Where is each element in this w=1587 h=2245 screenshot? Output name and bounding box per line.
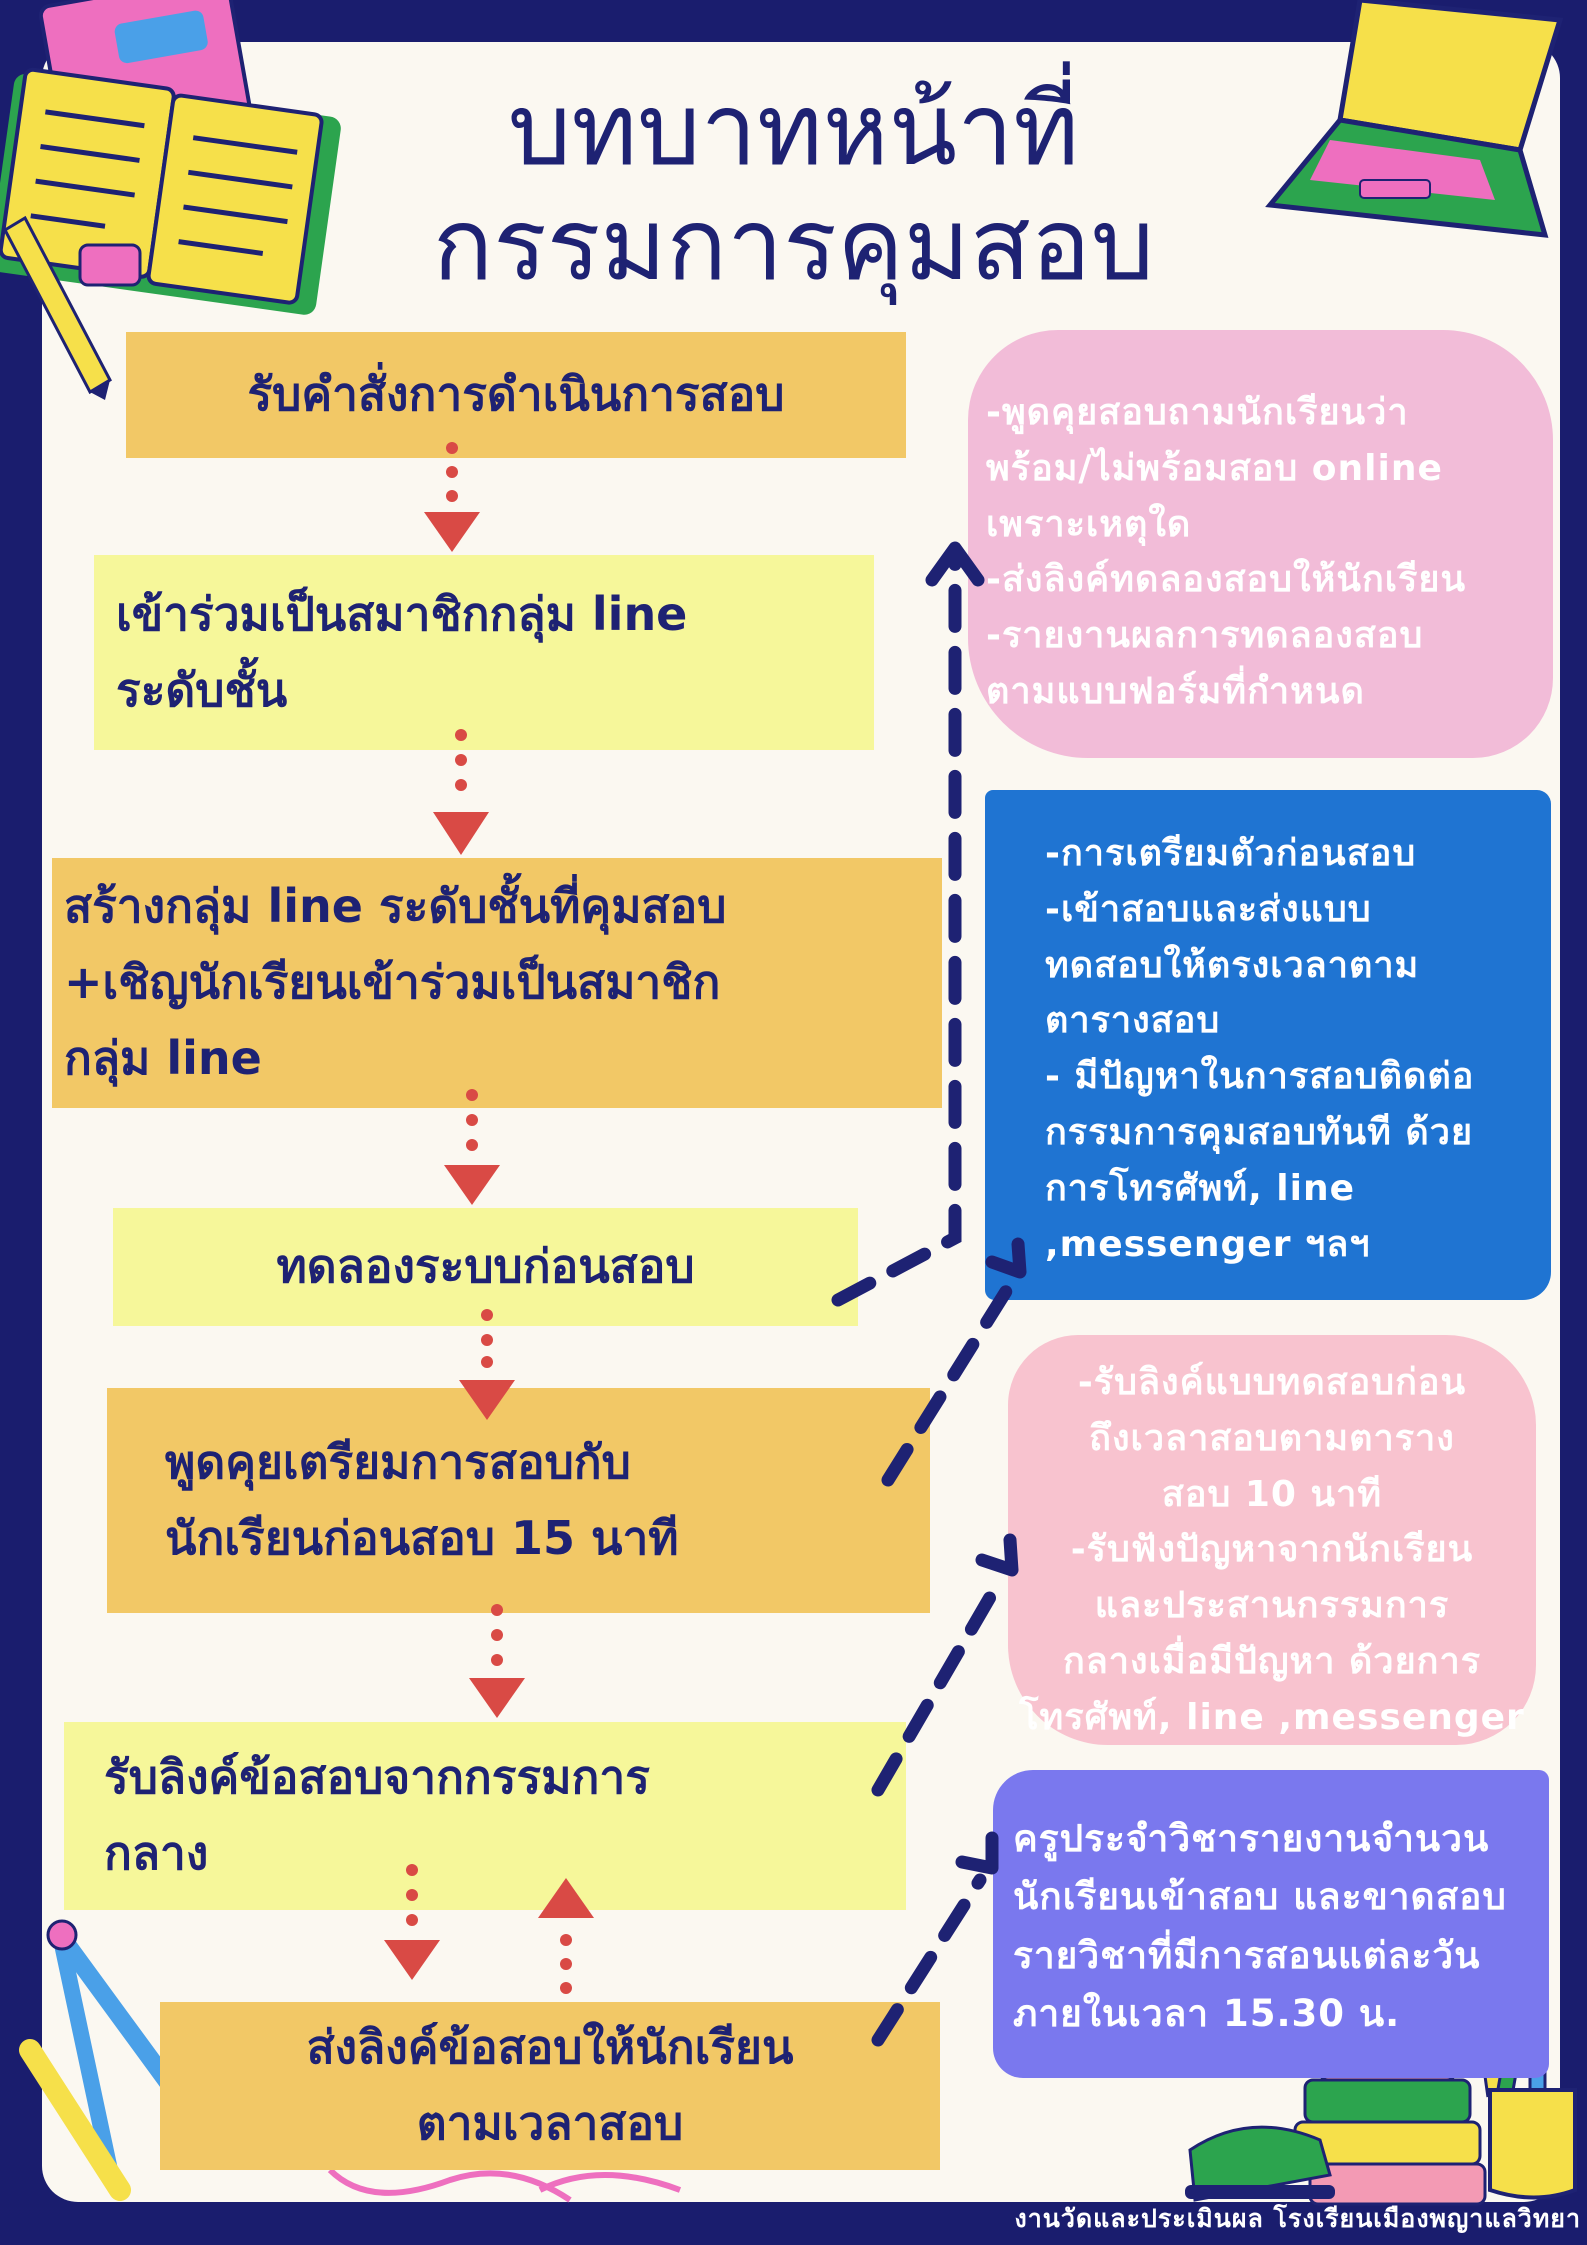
step-4-box: ทดลองระบบก่อนสอบ (113, 1208, 858, 1326)
step-6-text-line-2: กลาง (104, 1826, 209, 1880)
arrowhead-icon (985, 1237, 1027, 1279)
down-arrow-icon (469, 1604, 525, 1718)
step-7-text-line-1: ส่งลิงค์ข้อสอบให้นักเรียน (306, 2020, 794, 2075)
down-arrow-icon (433, 729, 489, 855)
connector-arrows (831, 553, 1017, 2047)
step-2-text-line-2: ระดับชั้น (116, 662, 288, 717)
step-2-box: เข้าร่วมเป็นสมาชิกกลุ่ม line ระดับชั้น (94, 555, 874, 750)
laptop-icon (1265, 0, 1564, 238)
connector-arrow-2 (881, 1278, 1017, 1487)
step-3-text-line-2: +เชิญนักเรียนเข้าร่วมเป็นสมาชิก (64, 955, 721, 1010)
connector-arrow-1 (831, 553, 962, 1307)
arrowhead-icon (955, 1831, 999, 1875)
step-6-box: รับลิงค์ข้อสอบจากกรรมการ กลาง (64, 1722, 906, 1910)
down-arrow-icon (424, 442, 480, 552)
note-student-prep: -การเตรียมตัวก่อนสอบ -เข้าสอบและส่งแบบ ท… (985, 790, 1551, 1300)
down-arrow-icon (444, 1089, 500, 1205)
step-6-text-line-1: รับลิงค์ข้อสอบจากกรรมการ (104, 1750, 650, 1805)
arrowhead-icon (975, 1533, 1019, 1577)
step-7-text-line-2: ตามเวลาสอบ (416, 2096, 684, 2150)
down-arrows (384, 442, 594, 1994)
arrowhead-icon (925, 541, 985, 587)
down-arrow-icon (459, 1309, 515, 1420)
note-trial-test: -พูดคุยสอบถามนักเรียนว่า พร้อม/ไม่พร้อมส… (968, 330, 1553, 758)
note-receive-link-text: -รับลิงค์แบบทดสอบก่อน ถึงเวลาสอบตามตาราง… (1019, 1362, 1525, 1738)
step-4-text: ทดลองระบบก่อนสอบ (276, 1239, 695, 1294)
note-trial-test-text: -พูดคุยสอบถามนักเรียนว่า พร้อม/ไม่พร้อมส… (986, 392, 1467, 712)
step-1-text: รับคำสั่งการดำเนินการสอบ (247, 367, 785, 422)
notebook-icon (0, 0, 341, 315)
down-arrow-icon (384, 1864, 440, 1980)
page-title-line-2: กรรมการคุมสอบ (432, 186, 1155, 303)
page-title-line-1: บทบาทหน้าที่ (507, 71, 1080, 188)
note-attendance-report: ครูประจำวิชารายงานจำนวน นักเรียนเข้าสอบ … (993, 1770, 1549, 2078)
step-3-box: สร้างกลุ่ม line ระดับชั้นที่คุมสอบ +เชิญ… (52, 858, 942, 1108)
step-7-box: ส่งลิงค์ข้อสอบให้นักเรียน ตามเวลาสอบ (160, 2002, 940, 2170)
up-arrow-icon (538, 1878, 594, 1994)
step-3-text-line-1: สร้างกลุ่ม line ระดับชั้นที่คุมสอบ (64, 879, 727, 934)
step-3-text-line-3: กลุ่ม line (64, 1030, 262, 1085)
note-student-prep-text: -การเตรียมตัวก่อนสอบ -เข้าสอบและส่งแบบ ท… (1045, 833, 1475, 1265)
note-receive-link: -รับลิงค์แบบทดสอบก่อน ถึงเวลาสอบตามตาราง… (1008, 1335, 1536, 1745)
step-5-text-line-1: พูดคุยเตรียมการสอบกับ (165, 1434, 631, 1489)
connector-arrow-4 (871, 1873, 987, 2047)
connector-arrow-3 (871, 1573, 1007, 1797)
note-attendance-report-text: ครูประจำวิชารายงานจำนวน นักเรียนเข้าสอบ … (1013, 1817, 1507, 2036)
step-5-text-line-2: นักเรียนก่อนสอบ 15 นาที (165, 1510, 679, 1565)
footer-credit: งานวัดและประเมินผล โรงเรียนเมืองพญาแลวิท… (1014, 2204, 1581, 2233)
pencil-icon (3, 215, 112, 400)
stapler-icon (1185, 2125, 1335, 2202)
step-2-text-line-1: เข้าร่วมเป็นสมาชิกกลุ่ม line (116, 586, 688, 641)
step-1-box: รับคำสั่งการดำเนินการสอบ (126, 332, 906, 458)
step-5-box: พูดคุยเตรียมการสอบกับ นักเรียนก่อนสอบ 15… (107, 1388, 930, 1613)
connector-arrowheads (925, 541, 1027, 1875)
